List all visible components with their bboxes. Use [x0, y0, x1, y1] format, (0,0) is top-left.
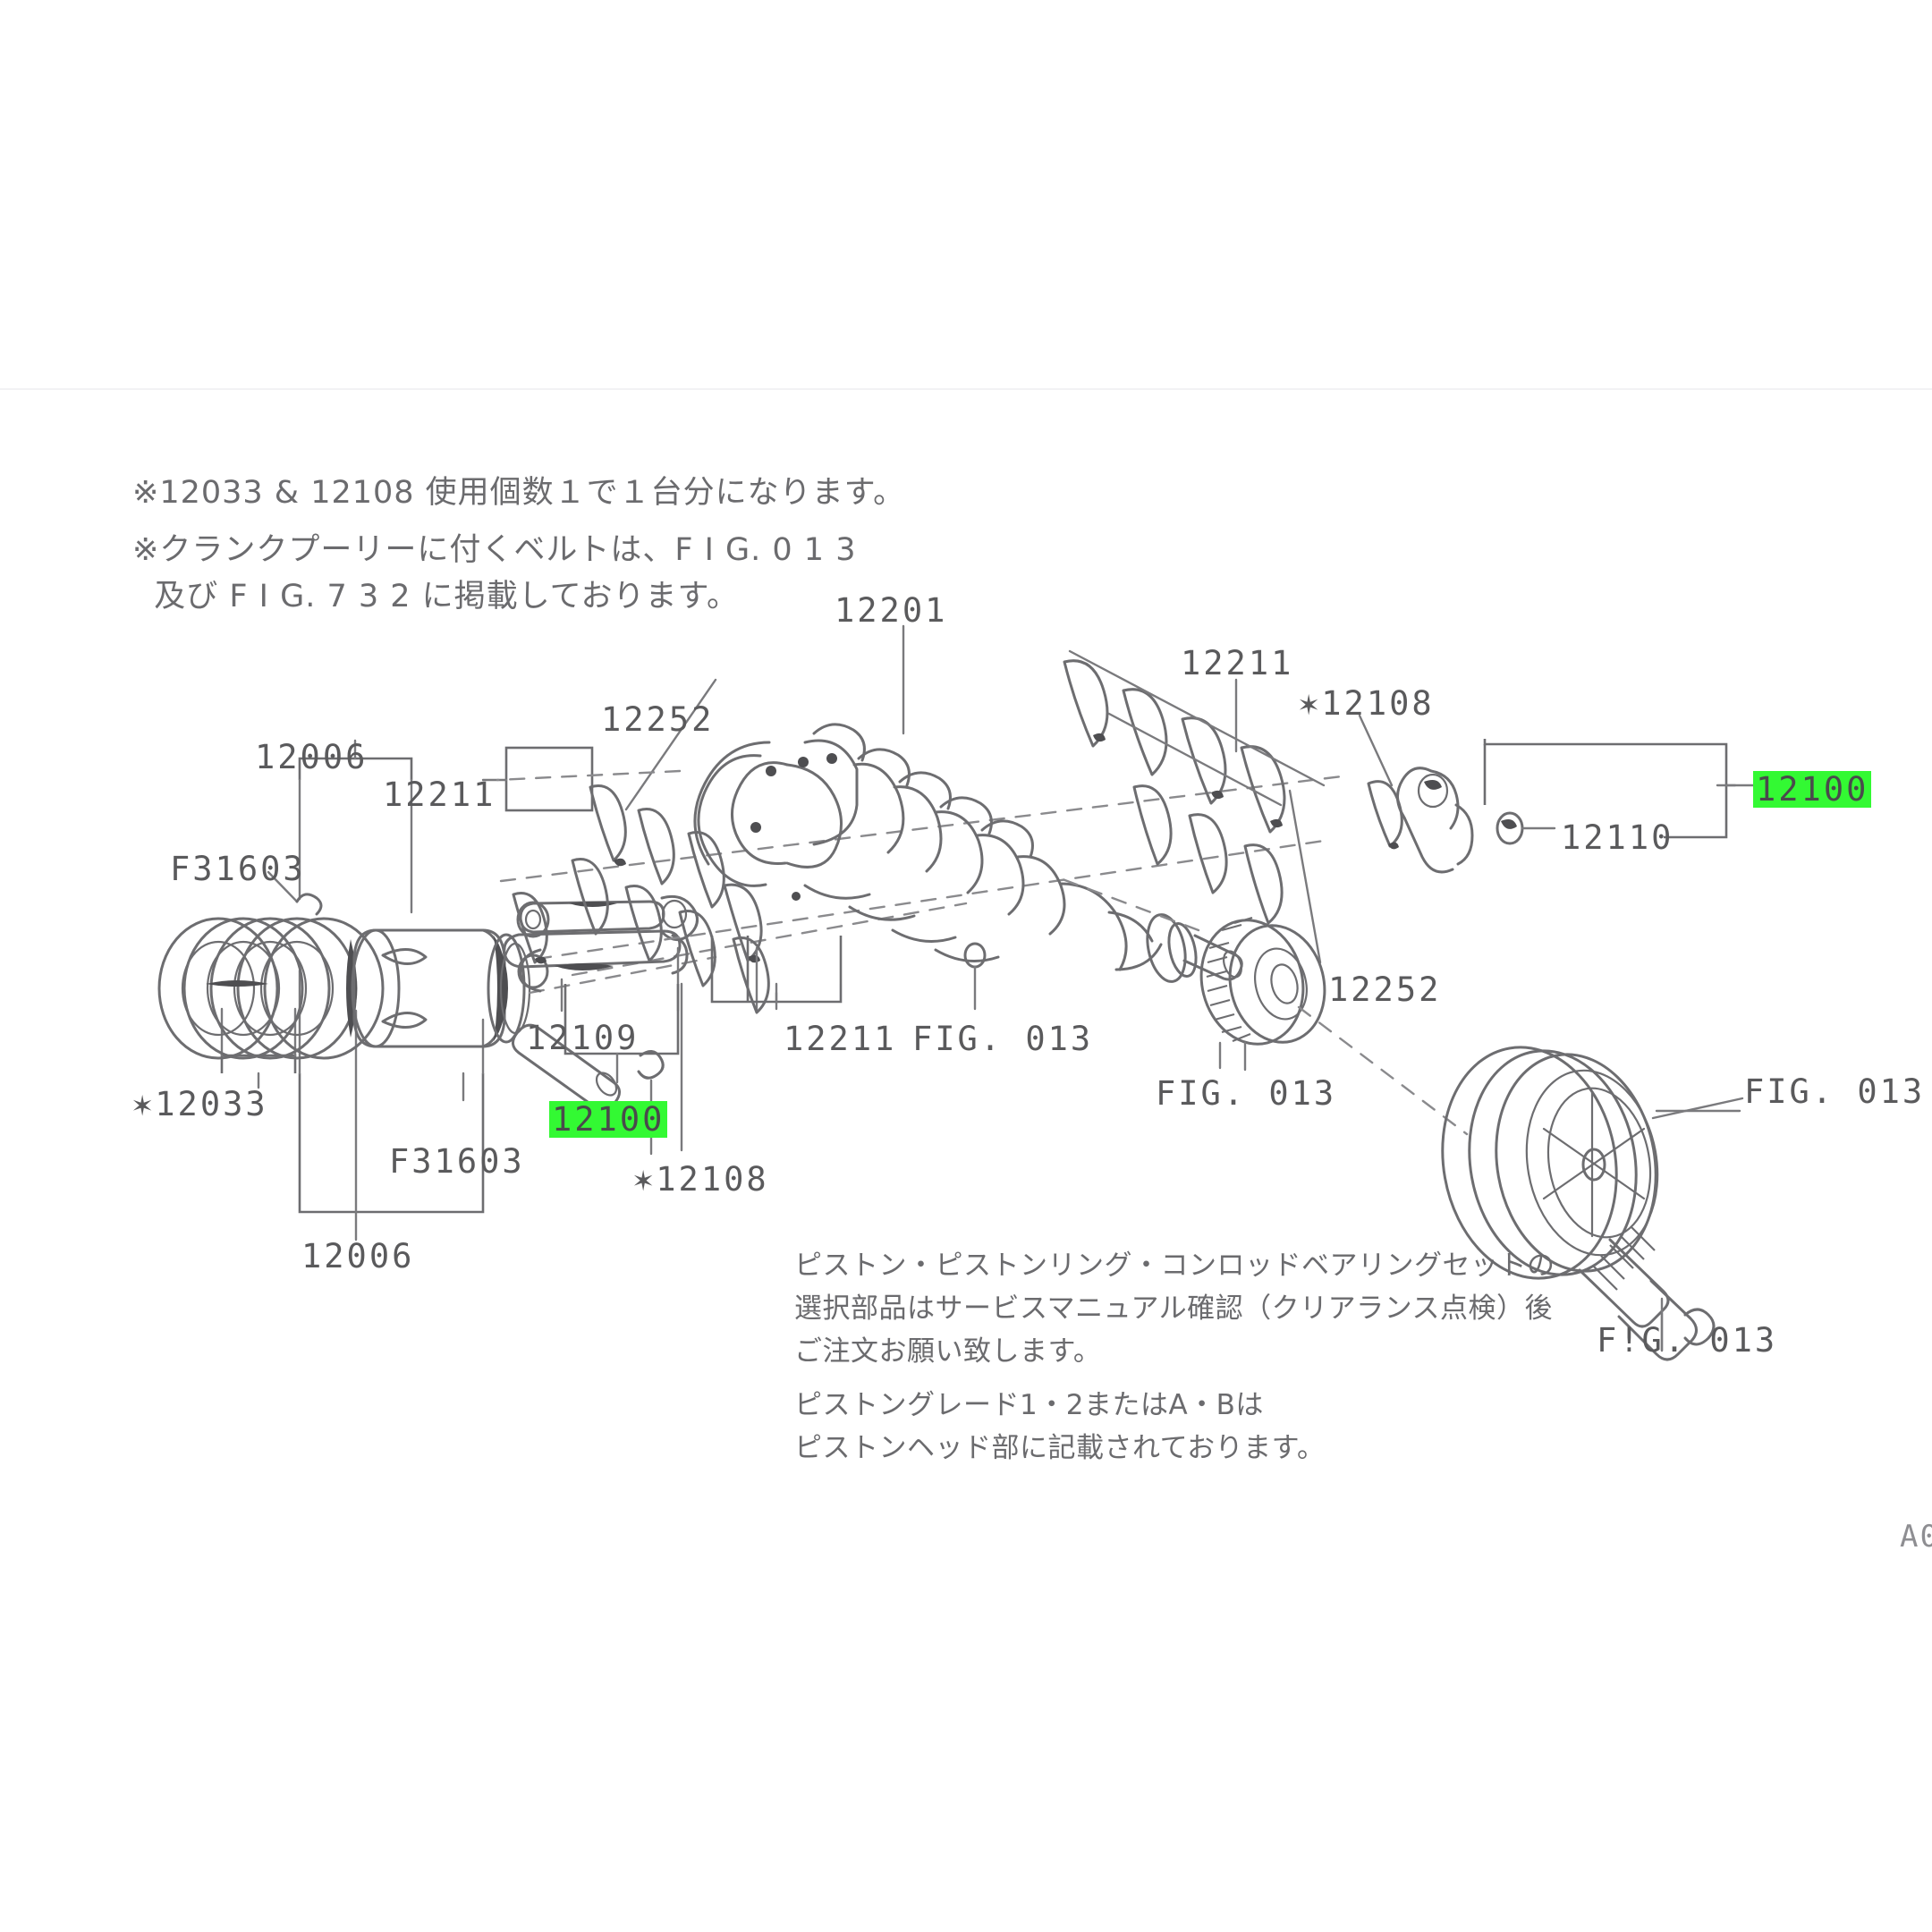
connecting-rod-part [503, 894, 699, 1013]
bearing-cap-right [1396, 767, 1474, 874]
axis-piston-rod-2 [571, 902, 968, 977]
footer-note2-line-2: ピストンヘッド部に記載されております。 [794, 1432, 1326, 1464]
leader-f31603-top [267, 870, 299, 903]
axis-crank-sprocket [1054, 875, 1200, 932]
part-label-l-12100-left: 12100 [549, 1101, 668, 1138]
bracket-12033 [220, 1007, 297, 1089]
pointer-12252-left [496, 769, 682, 782]
part-label-l-fig013-gear: FIG. 013 [1156, 1074, 1337, 1113]
footer-note-line-2: 選択部品はサービスマニュアル確認（クリアランス点検）後 [794, 1292, 1554, 1325]
bearing-shells-left [512, 784, 770, 1014]
part-label-l-12109: 12109 [526, 1019, 640, 1057]
part-label-l-fig013-center: FIG. 013 [912, 1020, 1094, 1058]
sheet-corner-code: A0 [1900, 1519, 1932, 1555]
dowel-pin-part [963, 942, 987, 1011]
part-label-l-12108-left: ✶12108 [633, 1160, 769, 1199]
header-note-line-3: 及び F I G. 7 3 2 に掲載しております。 [132, 579, 740, 614]
part-label-l-12201: 12201 [835, 591, 948, 630]
part-label-l-f31603-top: F31603 [170, 850, 306, 888]
bracket-12109 [564, 984, 680, 1084]
part-label-l-12211-left: 12211 [383, 775, 496, 814]
part-label-l-12108-right: ✶12108 [1299, 684, 1435, 723]
part-label-l-12033: ✶12033 [132, 1085, 268, 1123]
leader-12252-right [1288, 789, 1322, 964]
guide-12211-right-2 [1107, 712, 1283, 807]
callout-box-12211-left [481, 746, 594, 812]
part-label-l-12006-bot: 12006 [301, 1237, 415, 1275]
header-note-line-2: ※クランクプーリーに付くベルトは、F I G. 0 1 3 [132, 532, 857, 568]
part-label-l-f31603-bot: F31603 [389, 1142, 525, 1181]
part-label-l-12252-right: 12252 [1328, 970, 1442, 1009]
bearing-shells-right [1063, 659, 1286, 925]
part-label-l-12100-right: 12100 [1753, 771, 1872, 808]
footer-note2-line-1: ピストングレード1・2またはA・Bは [794, 1389, 1264, 1421]
crankshaft-part [499, 723, 1343, 983]
part-label-l-12211-center: 12211 [784, 1020, 897, 1058]
thrust-washer-right [1358, 714, 1403, 850]
crank-pulley-part [1441, 1046, 1744, 1280]
crank-bolt-small [1496, 811, 1556, 845]
part-label-l-12006-top: 12006 [255, 738, 369, 776]
leader-12252-left [624, 678, 717, 811]
guide-12211-right [1068, 649, 1326, 787]
bracket-12006-top [298, 739, 413, 914]
part-label-l-12110: 12110 [1561, 818, 1674, 857]
piston-rings-part [157, 917, 385, 1060]
timing-sprocket-part [1199, 916, 1326, 1072]
part-label-l-12252-left: 12252 [601, 700, 715, 739]
footer-note-line-1: ピストン・ピストンリング・コンロッドベアリングセットの [794, 1250, 1555, 1282]
crank-pulley-bolt-part [1578, 1226, 1716, 1361]
part-label-l-fig013-bolt: F!G. 013 [1597, 1321, 1778, 1360]
piston-part [295, 893, 531, 1048]
footer-note-line-3: ご注文お願い致します。 [794, 1335, 1102, 1368]
header-note-line-1: ※12033 & 12108 使用個数１で１台分になります。 [132, 475, 906, 511]
axis-sprocket-pulley [1297, 1005, 1469, 1136]
part-label-l-12211-right: 12211 [1181, 644, 1294, 682]
sheet-divider [0, 388, 1932, 390]
callout-box-12100-right [1483, 739, 1755, 839]
part-label-l-fig013-pulley: FIG. 013 [1744, 1072, 1926, 1111]
bearing-shell-near-rod [723, 883, 763, 1013]
